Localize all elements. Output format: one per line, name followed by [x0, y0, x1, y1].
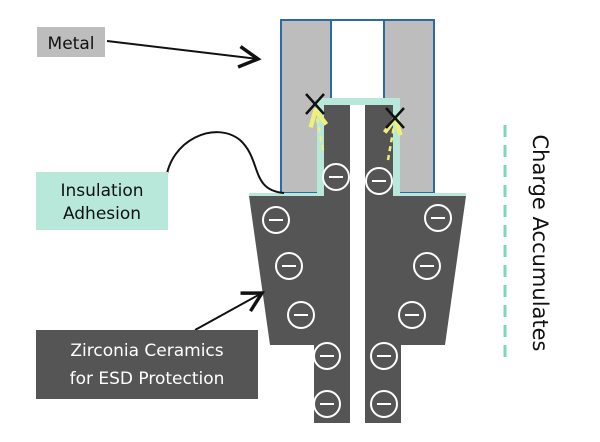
metal-label-box — [37, 27, 105, 57]
charge-icon — [370, 342, 398, 370]
charge-icon — [370, 390, 398, 418]
charge-icon — [313, 342, 341, 370]
zirconia-label-box — [36, 330, 258, 399]
charge-icon — [313, 390, 341, 418]
insulation-leader — [165, 131, 285, 194]
zirconia-label-line2: for ESD Protection — [70, 369, 225, 389]
charge-icon — [398, 301, 426, 329]
zirconia-label-line1: Zirconia Ceramics — [70, 341, 223, 361]
center-channel — [350, 105, 365, 423]
zirconia-leader — [194, 293, 262, 331]
insulation-label-box — [36, 172, 168, 230]
charge-icon — [287, 301, 315, 329]
x-mark-icon — [385, 107, 405, 129]
charge-accumulates-label: Charge Accumulates — [528, 135, 552, 352]
insulation-label-line2: Adhesion — [63, 204, 141, 224]
charge-icon — [262, 206, 290, 234]
x-mark-icon — [305, 93, 325, 115]
metal-leader — [106, 40, 258, 59]
discharge-arrow-right — [388, 126, 394, 161]
charge-symbols — [262, 163, 452, 418]
charge-icon — [424, 204, 452, 232]
discharge-arrow-left — [317, 118, 323, 151]
charge-icon — [275, 252, 303, 280]
insulation-label-line1: Insulation — [60, 181, 143, 201]
charge-icon — [322, 163, 350, 191]
charge-icon — [365, 167, 393, 195]
insulation-edge — [249, 190, 466, 196]
charge-icon — [413, 252, 441, 280]
metal-label: Metal — [48, 34, 95, 54]
